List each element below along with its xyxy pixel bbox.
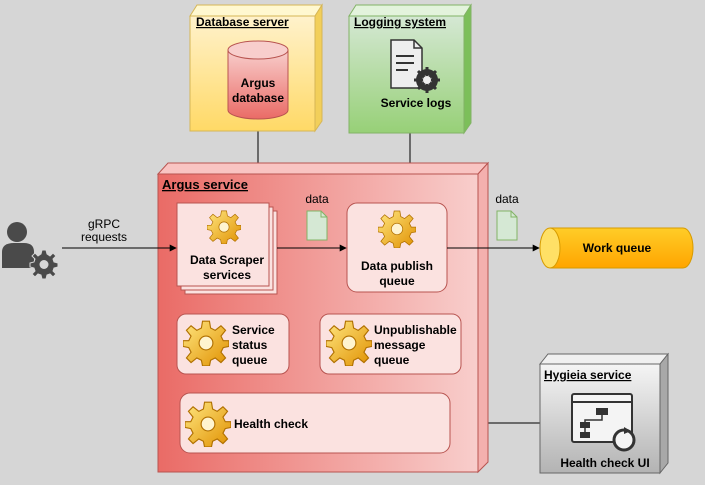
database-server-node: Database server Argus database <box>189 3 323 133</box>
argus-database-cylinder: Argus database <box>227 40 289 120</box>
database-server-title: Database server <box>196 15 289 29</box>
unpublishable-gear-icon <box>326 320 372 366</box>
health-check-gear-icon <box>185 401 231 447</box>
scraper-label-2: services <box>203 268 251 282</box>
status-label-2: status <box>232 338 268 352</box>
data-publish-queue-component: Data publish queue <box>346 202 448 293</box>
scraper-gear-icon <box>207 210 241 244</box>
grpc-label-1: gRPC <box>88 217 120 231</box>
data-label-1: data <box>305 192 329 206</box>
data-document-icon-1 <box>306 210 328 241</box>
status-gear-icon <box>183 320 229 366</box>
health-check-label: Health check <box>234 417 308 431</box>
grpc-label-2: requests <box>81 230 127 244</box>
work-queue-label: Work queue <box>583 241 652 255</box>
publish-label-1: Data publish <box>361 259 433 273</box>
status-label-1: Service <box>232 323 275 337</box>
work-queue-node: Work queue <box>539 227 694 269</box>
status-label-3: queue <box>232 353 268 367</box>
hygieia-service-node: Hygieia service Health check UI <box>538 352 670 475</box>
unpublishable-label-1: Unpublishable <box>374 323 457 337</box>
argus-database-label-1: Argus <box>241 76 276 90</box>
health-check-ui-icon <box>571 393 636 452</box>
health-check-ui-label: Health check UI <box>560 456 649 470</box>
service-status-queue-component: Service status queue <box>176 313 290 375</box>
user-gear-icon <box>2 222 59 280</box>
data-label-2: data <box>495 192 519 206</box>
service-logs-label: Service logs <box>381 96 452 110</box>
publish-gear-icon <box>378 210 416 248</box>
service-logs-icon <box>390 39 440 93</box>
logging-system-title: Logging system <box>354 15 446 29</box>
unpublishable-queue-component: Unpublishable message queue <box>319 313 462 375</box>
data-scraper-component: Data Scraper services <box>176 202 278 295</box>
scraper-label-1: Data Scraper <box>190 253 264 267</box>
unpublishable-label-2: message <box>374 338 426 352</box>
argus-database-label-2: database <box>232 91 284 105</box>
argus-service-title: Argus service <box>162 177 248 192</box>
data-document-icon-2 <box>496 210 518 241</box>
unpublishable-label-3: queue <box>374 353 410 367</box>
hygieia-service-title: Hygieia service <box>544 368 632 382</box>
health-check-component: Health check <box>179 392 451 454</box>
publish-label-2: queue <box>379 274 415 288</box>
logging-system-node: Logging system Service logs <box>348 3 472 135</box>
